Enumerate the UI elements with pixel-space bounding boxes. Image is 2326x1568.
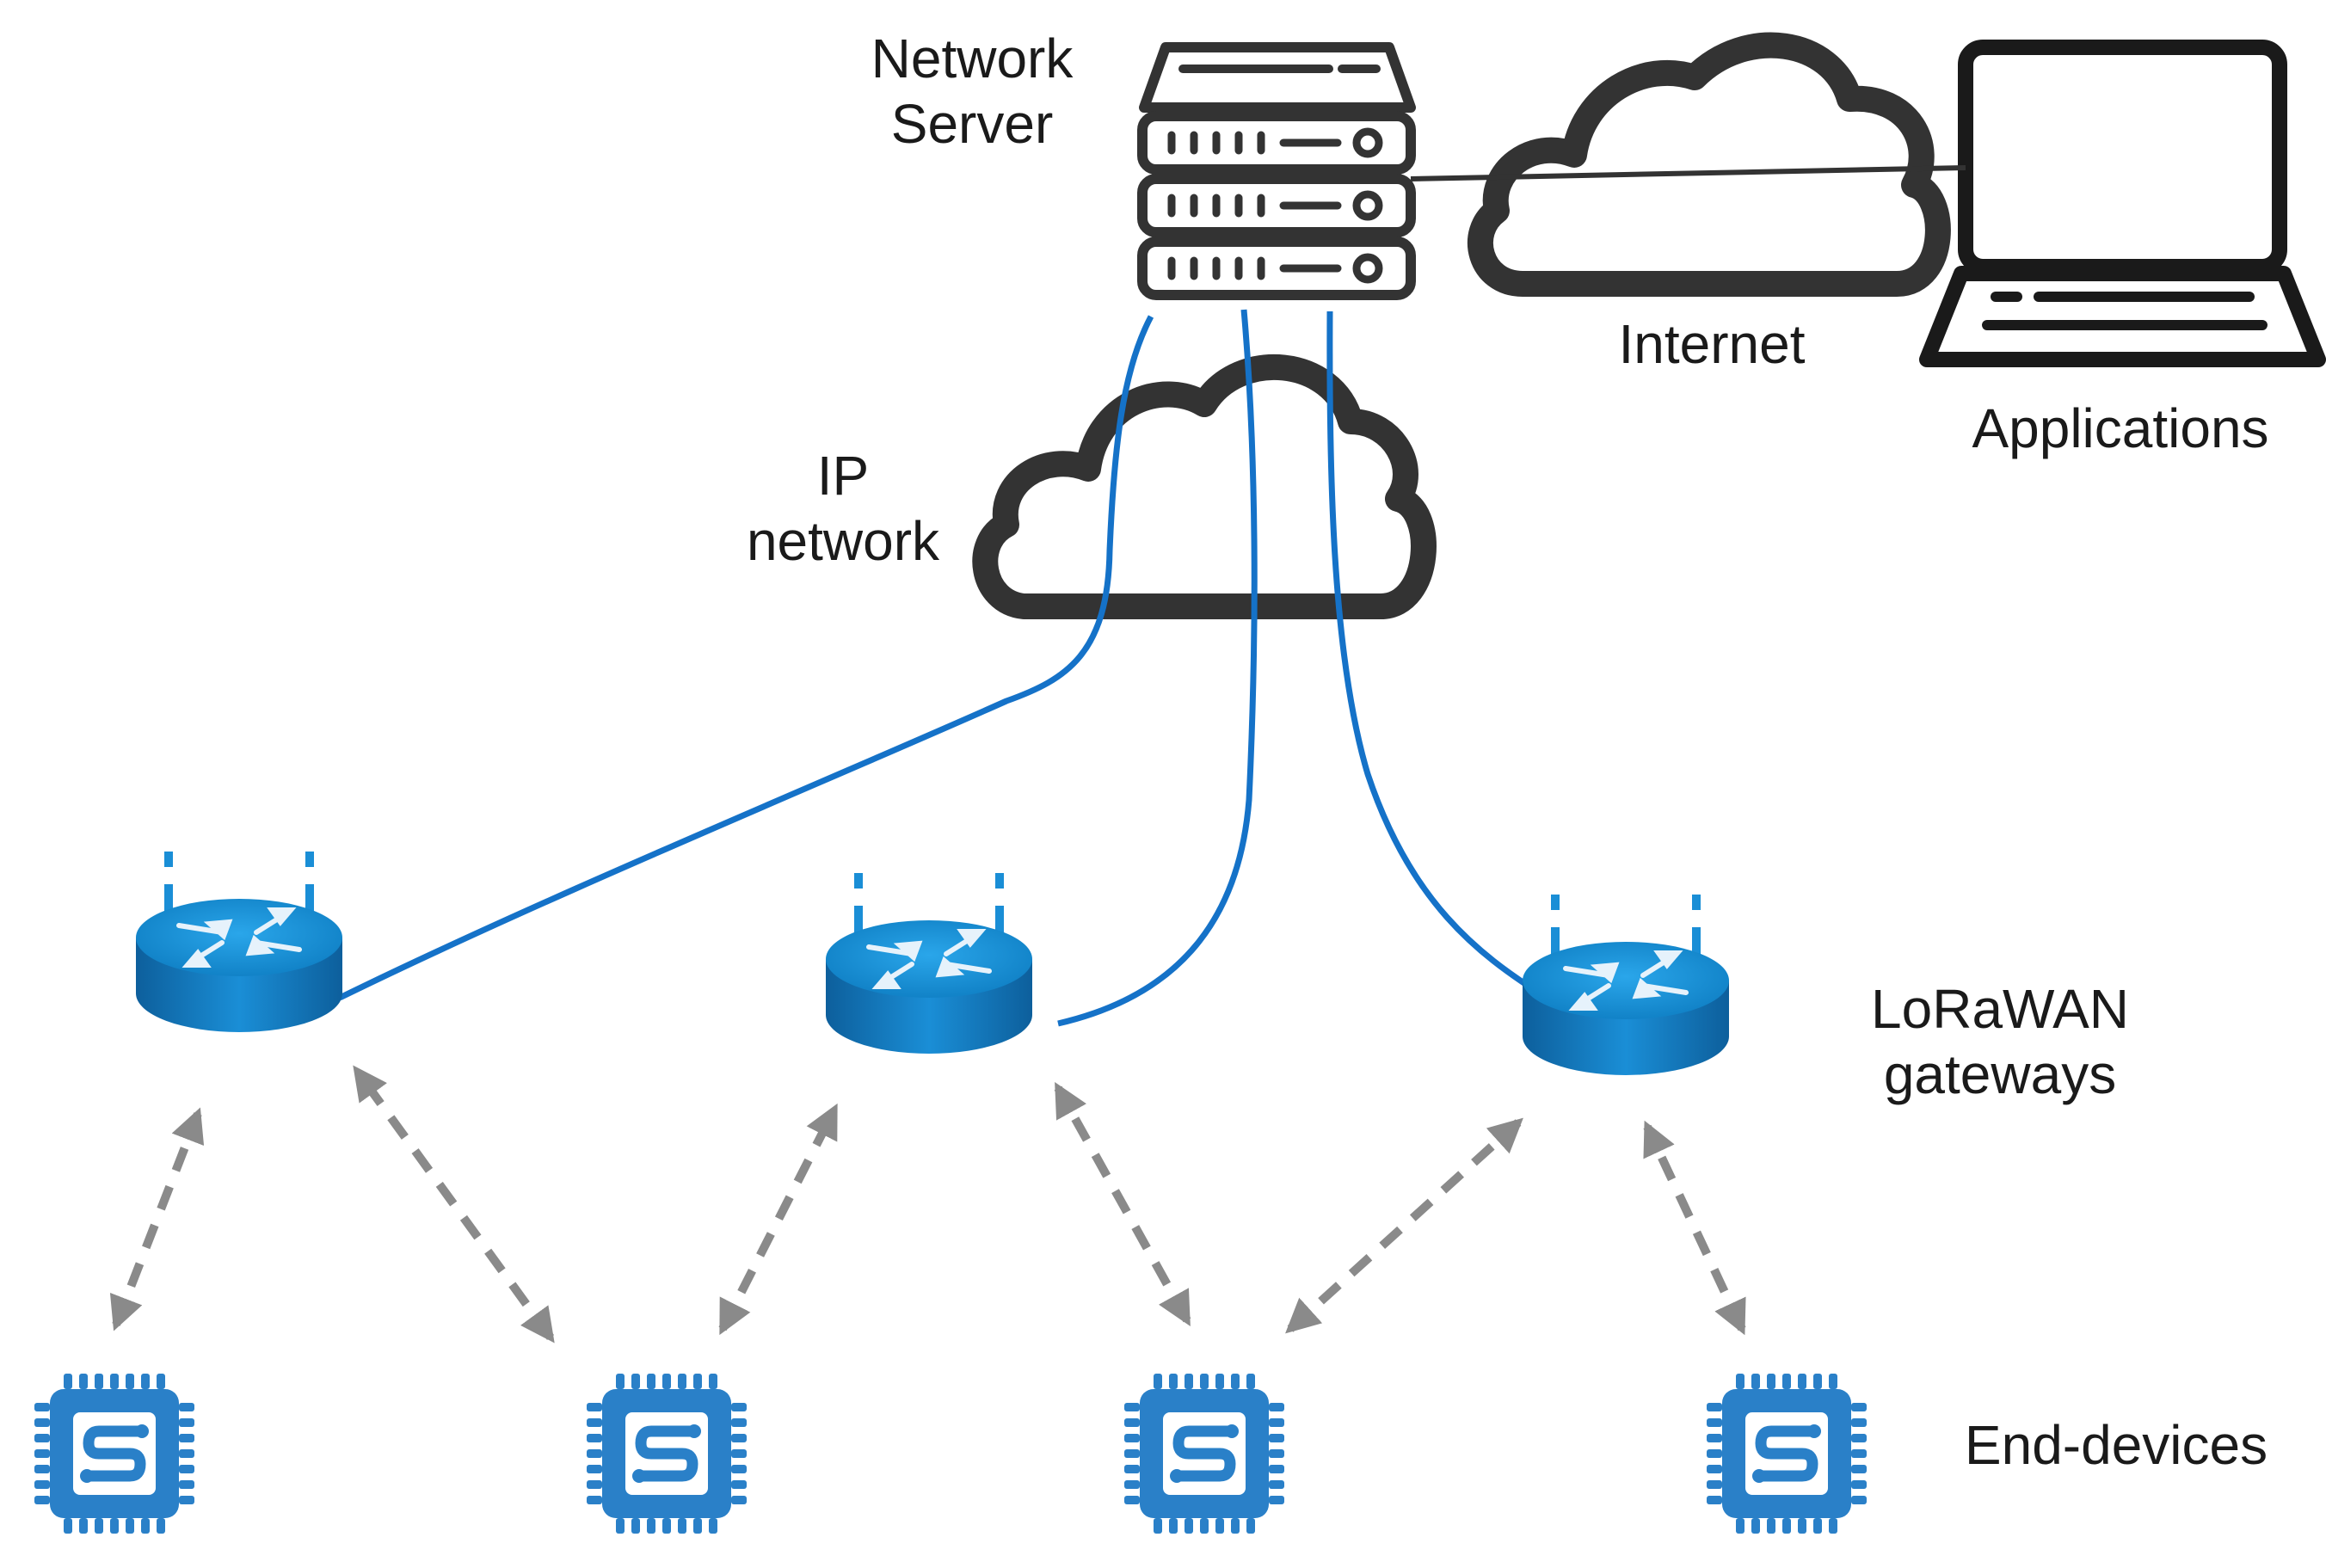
ip-network-links	[338, 309, 1541, 1027]
ip-network-label: IP network	[714, 443, 972, 574]
ip-link-gateway-3	[1326, 311, 1541, 996]
applications-label: Applications	[1972, 397, 2269, 459]
gateways-label-line2: gateways	[1883, 1043, 2117, 1105]
gateway-router-icon	[136, 852, 342, 1032]
radio-link	[1285, 1117, 1523, 1334]
ip-network-label-line1: IP	[816, 445, 870, 507]
network-server-icon	[1137, 42, 1416, 300]
network-server-label: Network Server	[843, 26, 1101, 157]
ip-link-gateway-1	[338, 315, 1154, 1001]
ip-link-gateway-2	[1057, 309, 1258, 1027]
radio-link	[109, 1107, 205, 1331]
radio-link	[1643, 1120, 1746, 1336]
laptop-icon	[1919, 40, 2326, 367]
gateway-router-icon	[1523, 895, 1729, 1075]
radio-link	[1054, 1082, 1191, 1326]
radio-link	[718, 1103, 839, 1336]
gateways-label-line1: LoRaWAN	[1871, 978, 2129, 1040]
end-device-chip-icon	[1124, 1374, 1284, 1534]
end-device-chip-icon	[587, 1374, 747, 1534]
gateways-label: LoRaWAN gateways	[1828, 976, 2172, 1107]
network-server-label-line1: Network	[871, 28, 1074, 89]
network-server-label-line2: Server	[890, 93, 1054, 155]
end-devices-label: End-devices	[1964, 1414, 2268, 1476]
end-device-chip-icon	[1707, 1374, 1867, 1534]
gateway-router-icon	[826, 873, 1032, 1054]
radio-link	[353, 1065, 555, 1344]
end-device-chip-icon	[34, 1374, 194, 1534]
internet-cloud-icon	[1467, 32, 1951, 297]
internet-label: Internet	[1618, 313, 1806, 375]
internet-link	[1410, 165, 1966, 181]
ip-network-cloud-icon	[972, 354, 1437, 619]
ip-network-label-line2: network	[746, 510, 940, 572]
radio-links	[109, 1065, 1746, 1344]
